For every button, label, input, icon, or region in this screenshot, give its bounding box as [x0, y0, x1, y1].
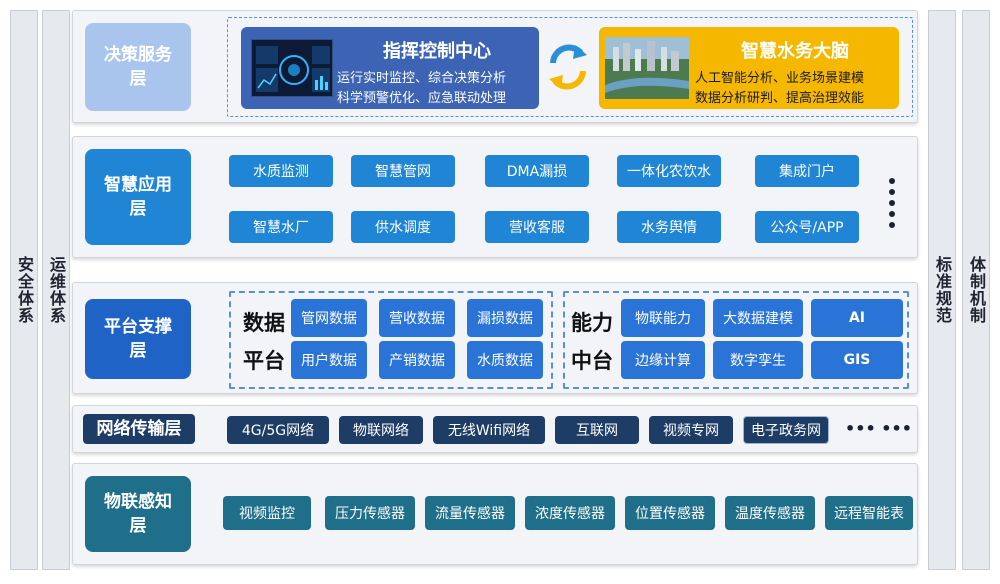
data-chip-water-quality: 水质数据 — [467, 341, 543, 379]
app-chip-rural-drinking-water: 一体化农饮水 — [617, 155, 721, 187]
capability-platform-label-top: 能力 — [571, 311, 613, 335]
iot-layer: 物联感知层 视频监控 压力传感器 流量传感器 浓度传感器 位置传感器 温度传感器… — [72, 463, 918, 565]
net-chip-wifi: 无线Wifi网络 — [433, 416, 545, 444]
iot-chip-position-sensor: 位置传感器 — [625, 496, 715, 530]
data-chip-leakage: 漏损数据 — [467, 299, 543, 337]
iot-chip-remote-smart-meter: 远程智能表 — [825, 496, 913, 530]
net-chip-4g5g: 4G/5G网络 — [227, 416, 329, 444]
data-chip-user: 用户数据 — [291, 341, 367, 379]
more-horizontal-icon: ••• ••• — [845, 419, 912, 438]
iot-chip-temperature-sensor: 温度传感器 — [725, 496, 815, 530]
standards-column: 标准规范 — [928, 10, 956, 570]
network-layer-title: 网络传输层 — [83, 414, 195, 444]
security-system-column: 安全体系 — [10, 10, 38, 570]
smart-brain-line1: 人工智能分析、业务场景建模 — [695, 71, 865, 86]
data-chip-billing: 营收数据 — [379, 299, 455, 337]
capability-platform-frame — [563, 291, 909, 389]
sync-arrows-icon — [545, 37, 591, 97]
app-chip-dma-leakage: DMA漏损 — [485, 155, 589, 187]
smart-brain-title: 智慧水务大脑 — [741, 41, 849, 62]
ops-system-label: 运维体系 — [47, 256, 66, 324]
iot-chip-flow-sensor: 流量传感器 — [425, 496, 515, 530]
command-center-line1: 运行实时监控、综合决策分析 — [337, 71, 507, 86]
application-layer: 智慧应用层 水质监测 智慧管网 DMA漏损 一体化农饮水 集成门户 智慧水厂 供… — [72, 136, 918, 258]
command-center-screen-image — [251, 39, 333, 97]
net-chip-video-private: 视频专网 — [649, 416, 733, 444]
institution-label: 体制机制 — [967, 256, 986, 324]
cap-chip-ai: AI — [811, 299, 903, 337]
command-center-line2: 科学预警优化、应急联动处理 — [337, 91, 507, 106]
decision-layer-title: 决策服务层 — [85, 23, 191, 111]
platform-layer-title: 平台支撑层 — [85, 299, 191, 379]
smart-brain-line2: 数据分析研判、提高治理效能 — [695, 91, 865, 106]
iot-layer-title: 物联感知层 — [85, 476, 191, 552]
net-chip-e-government: 电子政务网 — [743, 416, 829, 444]
network-layer: 网络传输层 4G/5G网络 物联网络 无线Wifi网络 互联网 视频专网 电子政… — [72, 405, 918, 453]
dashboard-thumbnail-icon — [256, 46, 330, 92]
net-chip-iot-network: 物联网络 — [339, 416, 423, 444]
data-chip-pipe-network: 管网数据 — [291, 299, 367, 337]
more-vertical-icon — [885, 175, 899, 231]
cap-chip-edge-computing: 边缘计算 — [621, 341, 705, 379]
security-system-label: 安全体系 — [15, 256, 34, 324]
ops-system-column: 运维体系 — [42, 10, 70, 570]
cap-chip-digital-twin: 数字孪生 — [713, 341, 803, 379]
app-chip-smart-water-plant: 智慧水厂 — [229, 211, 333, 243]
application-layer-title: 智慧应用层 — [85, 149, 191, 245]
cap-chip-iot-capability: 物联能力 — [621, 299, 705, 337]
cap-chip-big-data-modeling: 大数据建模 — [713, 299, 803, 337]
decision-layer: 决策服务层 指挥控制中心 运行实时监控、综合决策分析 科学预警优化、应急联动处理 — [72, 10, 918, 123]
smart-brain-city-image — [605, 37, 689, 99]
decision-dashed-frame — [227, 17, 913, 117]
net-chip-internet: 互联网 — [555, 416, 639, 444]
app-chip-water-quality: 水质监测 — [229, 155, 333, 187]
command-center-title: 指挥控制中心 — [383, 41, 491, 62]
data-platform-label-top: 数据 — [243, 311, 285, 335]
iot-chip-pressure-sensor: 压力传感器 — [325, 496, 415, 530]
command-center-panel: 指挥控制中心 运行实时监控、综合决策分析 科学预警优化、应急联动处理 — [241, 27, 539, 109]
smart-brain-panel: 智慧水务大脑 人工智能分析、业务场景建模 数据分析研判、提高治理效能 — [599, 27, 899, 109]
iot-chip-video-monitoring: 视频监控 — [223, 496, 311, 530]
app-chip-integrated-portal: 集成门户 — [755, 155, 859, 187]
data-platform-frame — [229, 291, 553, 389]
data-chip-production-sales: 产销数据 — [379, 341, 455, 379]
city-aerial-thumbnail-icon — [605, 37, 689, 99]
platform-layer: 平台支撑层 数据 平台 管网数据 营收数据 漏损数据 用户数据 产销数据 水质数… — [72, 282, 918, 394]
app-chip-smart-pipe-network: 智慧管网 — [351, 155, 455, 187]
standards-label: 标准规范 — [933, 256, 952, 324]
iot-chip-concentration-sensor: 浓度传感器 — [525, 496, 615, 530]
app-chip-official-account-app: 公众号/APP — [755, 211, 859, 243]
data-platform-label-bottom: 平台 — [243, 349, 285, 373]
institution-column: 体制机制 — [962, 10, 990, 570]
app-chip-billing-service: 营收客服 — [485, 211, 589, 243]
cap-chip-gis: GIS — [811, 341, 903, 379]
app-chip-public-opinion: 水务舆情 — [617, 211, 721, 243]
app-chip-supply-dispatch: 供水调度 — [351, 211, 455, 243]
capability-platform-label-bottom: 中台 — [571, 349, 613, 373]
